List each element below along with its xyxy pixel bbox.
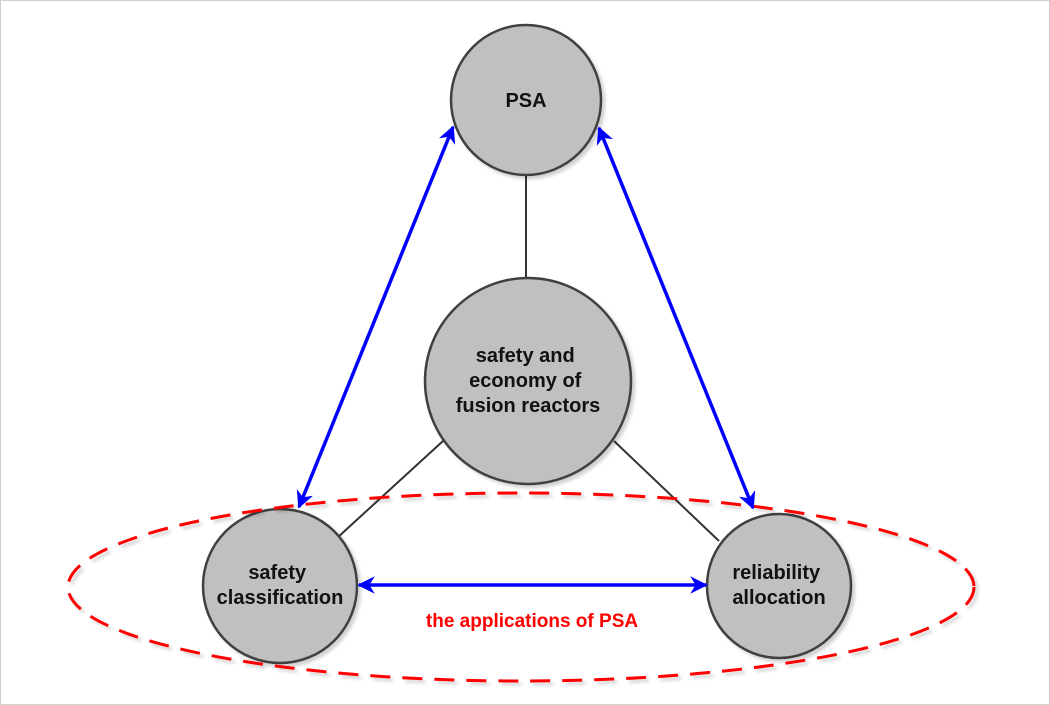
node-psa[interactable]	[449, 23, 603, 177]
applications-label: the applications of PSA	[426, 611, 638, 632]
applications-group-ellipse	[66, 491, 976, 683]
edge-center-safety	[336, 440, 444, 539]
node-reliability-allocation[interactable]	[705, 512, 853, 660]
node-psa-label: PSA	[505, 90, 546, 112]
arrow-psa-safety	[296, 125, 456, 509]
node-reliability-allocation-label: reliability allocation	[732, 562, 825, 609]
arrow-psa-reliability	[596, 126, 756, 510]
edge-center-reliability	[613, 440, 720, 542]
node-safety-classification-label: safety classification	[217, 562, 344, 609]
node-safety-classification[interactable]	[201, 507, 359, 665]
node-center-label: safety and economy of fusion reactors	[456, 345, 600, 417]
